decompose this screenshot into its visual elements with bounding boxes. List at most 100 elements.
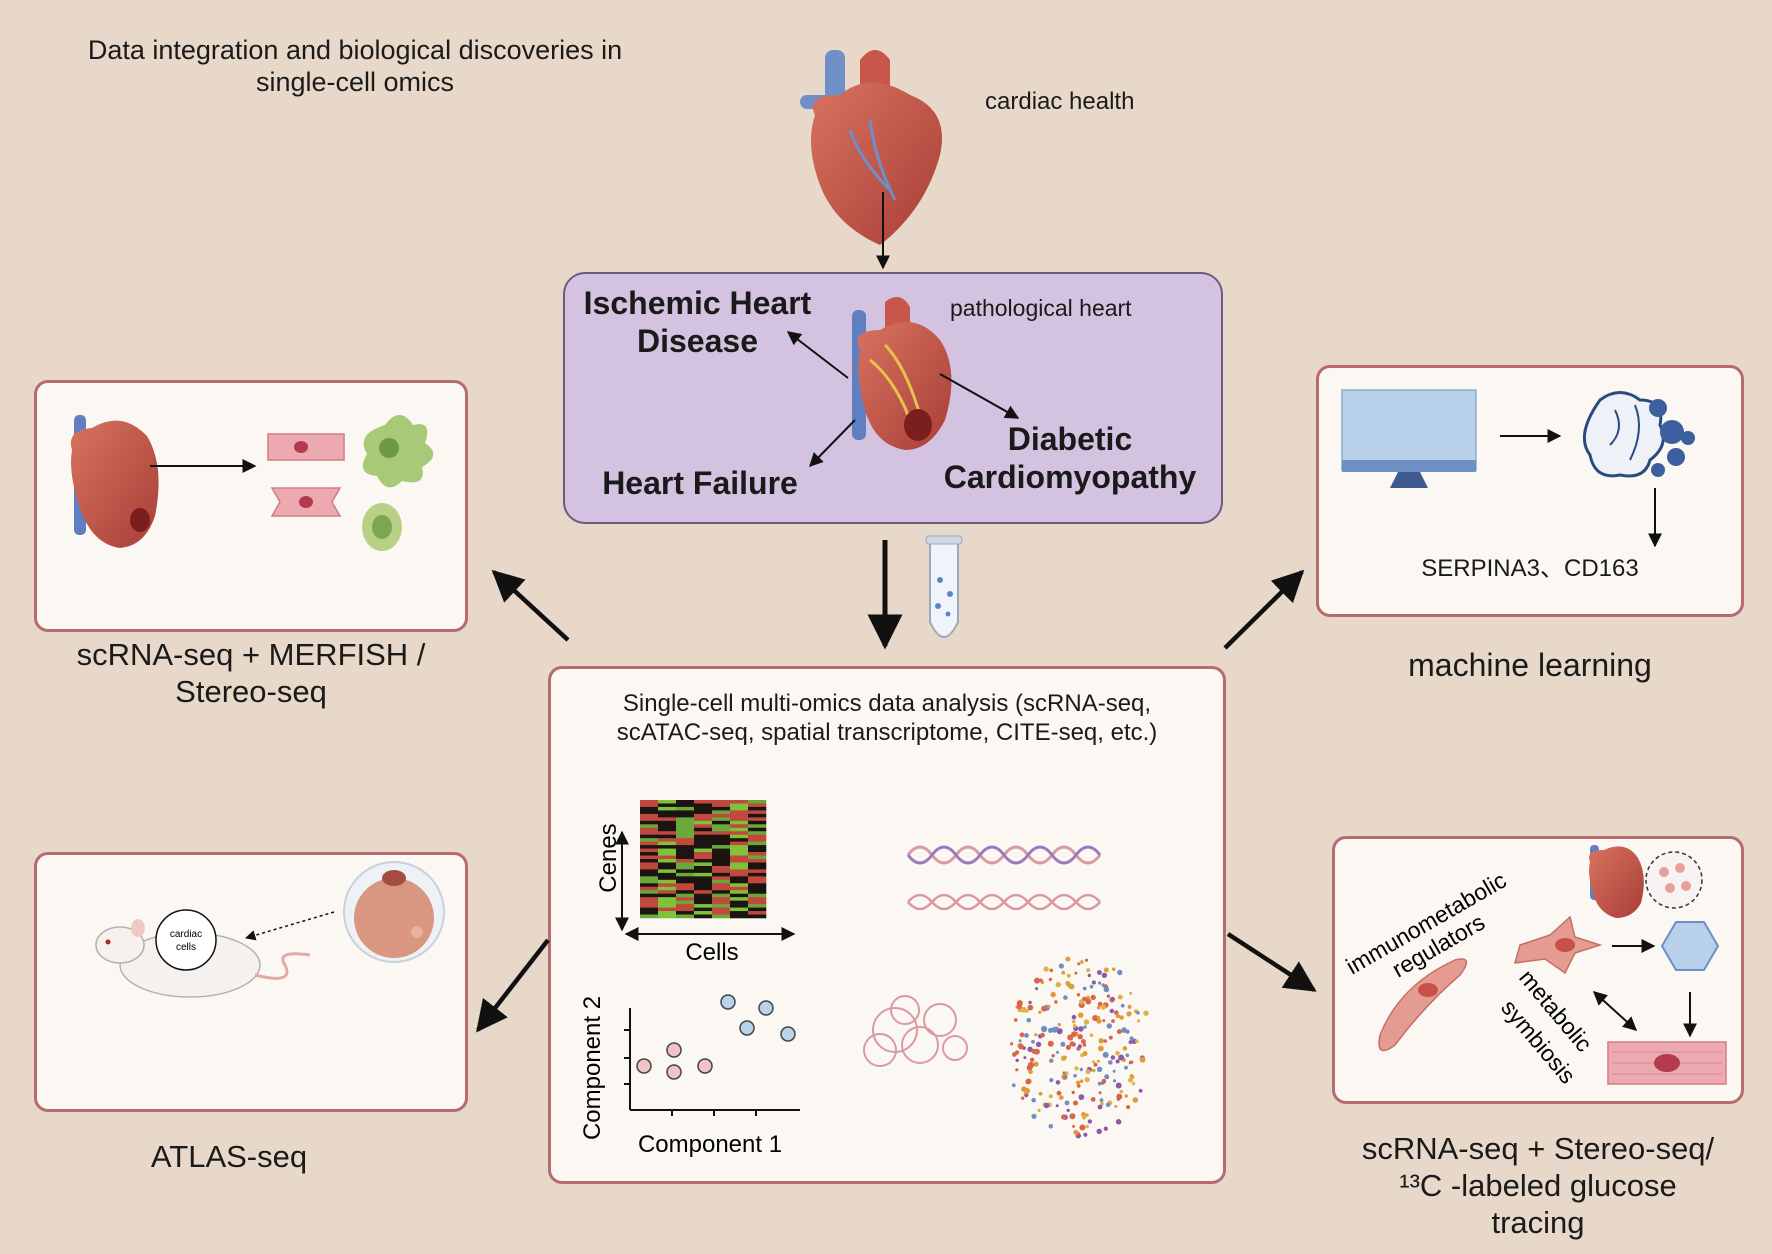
heatmap-cell xyxy=(658,907,677,912)
protein-atom xyxy=(1131,1081,1136,1086)
heatmap xyxy=(640,800,767,919)
heatmap-cell xyxy=(676,806,695,811)
protein-atom xyxy=(1090,994,1096,1001)
protein-atom xyxy=(1137,1019,1141,1023)
heatmap-cell xyxy=(640,831,659,836)
heatmap-cell xyxy=(676,834,695,839)
protein-atom xyxy=(1035,987,1039,991)
heatmap-cell xyxy=(676,900,695,905)
protein-atom xyxy=(1021,1096,1025,1100)
cardiomyocyte-icon xyxy=(267,433,345,517)
heatmap-cell xyxy=(712,813,731,818)
heatmap-cell xyxy=(694,897,713,901)
heatmap-cell xyxy=(730,904,749,908)
heatmap-cell xyxy=(694,813,713,818)
protein-atom xyxy=(1090,1097,1096,1102)
organoid-icon xyxy=(343,861,445,963)
protein-atom xyxy=(1048,977,1053,982)
scatter-ylabel: Component 2 xyxy=(579,996,606,1140)
heatmap-cell xyxy=(676,872,695,877)
heatmap-cell xyxy=(658,838,677,842)
heatmap-cell xyxy=(748,800,767,804)
heatmap-cell xyxy=(640,855,659,860)
protein-atom xyxy=(1077,1044,1082,1049)
fibroblast-star-icon xyxy=(1513,915,1603,975)
heatmap-cell xyxy=(730,831,749,836)
protein-atom xyxy=(1054,1000,1058,1004)
heatmap-cell xyxy=(730,911,749,915)
heatmap-cell xyxy=(640,852,659,856)
protein-atom xyxy=(1024,1033,1029,1038)
heatmap-cell xyxy=(658,806,677,811)
protein-atom xyxy=(1091,1060,1096,1064)
protein-atom xyxy=(1098,1091,1102,1095)
protein-atom xyxy=(1116,1093,1123,1100)
heatmap-cell xyxy=(730,900,749,905)
heatmap-cell xyxy=(730,897,749,901)
protein-atom xyxy=(1077,1034,1083,1040)
to-metabolic-arrow xyxy=(1226,932,1317,992)
protein-atom xyxy=(1050,991,1056,998)
protein-atom xyxy=(1035,1041,1042,1048)
heatmap-cell xyxy=(658,872,677,877)
machine-learning-label: machine learning xyxy=(1408,647,1652,683)
heatmap-cell xyxy=(640,813,659,818)
protein-atom xyxy=(1091,1068,1096,1073)
protein-atom xyxy=(1078,1094,1085,1100)
protein-atom xyxy=(1126,1011,1132,1017)
heatmap-cell xyxy=(712,876,731,881)
heatmap-cell xyxy=(676,859,695,863)
heatmap-cell xyxy=(712,817,731,822)
heatmap-cell xyxy=(676,876,695,881)
protein-atom xyxy=(1082,996,1087,1002)
heatmap-cell xyxy=(748,883,767,888)
heatmap-cell xyxy=(748,876,767,881)
protein-atom xyxy=(1089,1033,1094,1037)
heatmap-cell xyxy=(712,900,731,905)
protein-atom xyxy=(1029,1057,1035,1063)
heatmap-cell xyxy=(640,841,659,846)
protein-atom xyxy=(1108,1060,1113,1065)
protein-atom xyxy=(1072,1124,1076,1128)
heatmap-cell xyxy=(640,810,659,815)
heatmap-cell xyxy=(676,890,695,895)
protein-atom xyxy=(1067,1034,1074,1041)
protein-atom xyxy=(1100,1101,1104,1106)
heatmap-cell xyxy=(712,855,731,860)
protein-atom xyxy=(1096,1128,1102,1135)
pca-scatter-plot xyxy=(624,994,800,1116)
protein-atom xyxy=(1056,1090,1062,1096)
protein-atom xyxy=(1051,1026,1058,1033)
protein-atom xyxy=(1074,1066,1079,1071)
pathological-heart-label: pathological heart xyxy=(950,295,1132,321)
heatmap-cell xyxy=(694,838,713,842)
protein-atom xyxy=(1051,1054,1055,1058)
cardiac-cells-circle xyxy=(155,909,217,971)
heatmap-cell xyxy=(658,852,677,856)
protein-atom xyxy=(1028,1069,1033,1075)
protein-atom xyxy=(1019,1032,1025,1038)
heatmap-cell xyxy=(676,883,695,888)
protein-atom xyxy=(1071,1014,1077,1020)
protein-atom xyxy=(1025,1078,1031,1085)
heatmap-cell xyxy=(676,838,695,842)
heatmap-cell xyxy=(676,803,695,808)
protein-atom xyxy=(1013,1018,1018,1022)
heatmap-cell xyxy=(712,841,731,846)
heatmap-cell xyxy=(640,803,659,808)
heatmap-cell xyxy=(712,803,731,808)
heatmap-cell xyxy=(748,907,767,912)
protein-atom xyxy=(1097,1104,1103,1110)
heatmap-cell xyxy=(640,883,659,888)
protein-atom xyxy=(1026,1017,1032,1023)
protein-atom xyxy=(1096,1059,1100,1063)
protein-atom xyxy=(1106,1023,1113,1029)
heatmap-cell xyxy=(748,806,767,811)
protein-atom xyxy=(1060,1041,1066,1047)
metabolic-label-line-2: ¹³C -labeled glucose xyxy=(1399,1168,1677,1204)
protein-atom xyxy=(1110,996,1115,1002)
heatmap-cell xyxy=(730,890,749,895)
heatmap-cell xyxy=(676,897,695,901)
immune-cell-icon xyxy=(362,415,434,488)
protein-atom xyxy=(1066,1108,1070,1113)
